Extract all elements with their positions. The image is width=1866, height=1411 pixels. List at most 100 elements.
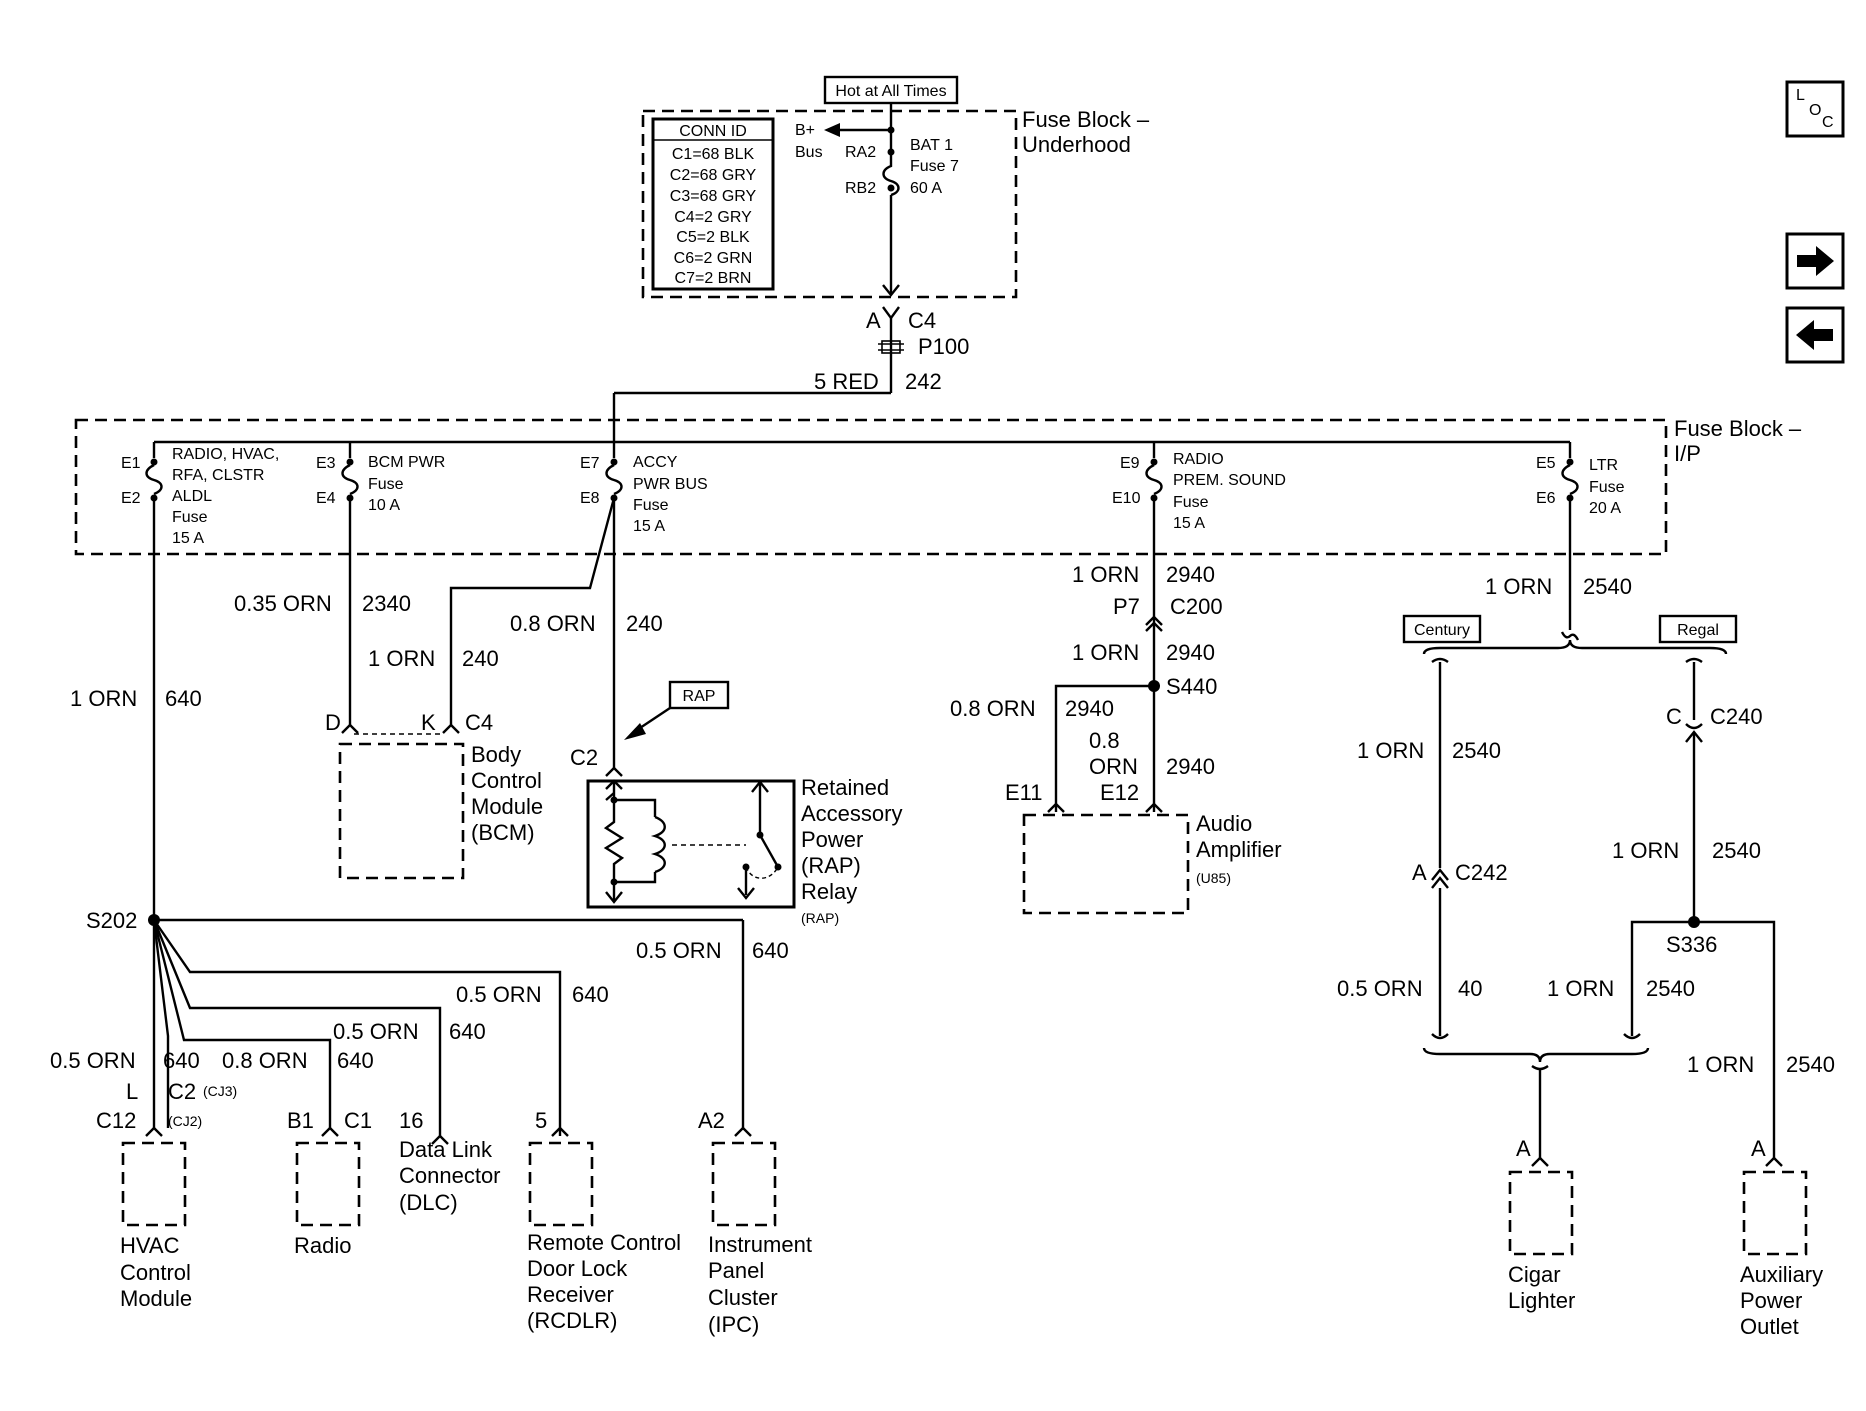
ip-fuse-block: Fuse Block – I/P E1 E2 RADIO, HVAC, RFA,… <box>74 416 1802 556</box>
component-label: Auxiliary <box>1740 1262 1823 1287</box>
loc-button[interactable]: L O C <box>1785 80 1845 138</box>
wire-circuit: 2540 <box>1712 838 1761 863</box>
component-label: Control <box>120 1260 191 1285</box>
fuse-text: 20 A <box>1589 500 1621 517</box>
bplus-label: B+ <box>795 122 815 139</box>
fuse-text: RFA, CLSTR <box>172 467 264 484</box>
pin-label: 5 <box>535 1108 547 1133</box>
fuse-text: RADIO, HVAC, <box>172 446 279 463</box>
underhood-fuse-block-outline <box>641 109 1018 299</box>
fuse-text: Fuse <box>633 497 669 514</box>
pin-e10: E10 <box>1112 490 1141 507</box>
component-label: Cluster <box>708 1285 778 1310</box>
audio-amplifier[interactable]: Audio Amplifier (U85) <box>1022 811 1282 915</box>
fuse-text: 15 A <box>172 530 204 547</box>
rap-tag-label: RAP <box>683 688 716 705</box>
back-button[interactable] <box>1785 306 1845 364</box>
fuse7-amp-label: 60 A <box>910 180 942 197</box>
pin-label: D <box>325 710 341 735</box>
splice-label: S336 <box>1666 932 1717 957</box>
component-label: Receiver <box>527 1282 614 1307</box>
wire-gauge: 0.35 ORN <box>234 591 332 616</box>
ltr-circuits: 1 ORN 2540 Century Regal 1 ORN 2540 A C2… <box>1337 498 1835 1158</box>
component-label: Control <box>471 768 542 793</box>
underhood-fuse-block: Fuse Block – Underhood Hot at All Times … <box>641 75 1150 299</box>
conn-a-label: A <box>866 308 881 333</box>
hvac-control-module[interactable]: L C2 (CJ3) C12 (CJ2) HVAC Control Module <box>96 1079 237 1311</box>
circuit-640: 1 ORN 640 S202 0.5 ORN 640 0.5 ORN 640 0… <box>50 498 789 1136</box>
fuse-text: Fuse <box>1589 479 1625 496</box>
wire-circuit: 2940 <box>1065 696 1114 721</box>
wire-gauge: 0.8 <box>1089 728 1120 753</box>
body-control-module[interactable]: Body Control Module (BCM) <box>338 742 543 880</box>
arrow-right-icon <box>1797 246 1834 276</box>
wire-circuit: 2540 <box>1452 738 1501 763</box>
auxiliary-power-outlet[interactable]: A Auxiliary Power Outlet <box>1740 1136 1823 1339</box>
wire-gauge: 0.5 ORN <box>333 1019 419 1044</box>
radio[interactable]: B1 C1 Radio <box>287 1108 372 1258</box>
cigar-lighter[interactable]: A Cigar Lighter <box>1508 1136 1575 1313</box>
component-label: Accessory <box>801 801 902 826</box>
pin-e9: E9 <box>1120 455 1140 472</box>
instrument-panel-cluster[interactable]: A2 Instrument Panel Cluster (IPC) <box>698 1108 812 1337</box>
wire-circuit: 2940 <box>1166 562 1215 587</box>
component-label: Module <box>120 1286 192 1311</box>
bus-label: Bus <box>795 144 823 161</box>
wire-circuit: 640 <box>163 1048 200 1073</box>
wire-circuit: 2940 <box>1166 754 1215 779</box>
conn-c4-label: C4 <box>908 308 936 333</box>
retained-accessory-power-relay[interactable]: Retained Accessory Power (RAP) Relay (RA… <box>586 775 902 926</box>
wire-circuit: 2540 <box>1583 574 1632 599</box>
wire-gauge: 0.5 ORN <box>1337 976 1423 1001</box>
connector-label: C12 <box>96 1108 136 1133</box>
fuse-text: 15 A <box>1173 515 1205 532</box>
connector-label: C240 <box>1710 704 1763 729</box>
fuse-radio-hvac: E1 E2 RADIO, HVAC, RFA, CLSTR ALDL Fuse … <box>121 442 279 547</box>
regal-tag-box <box>1658 614 1738 644</box>
circuit-242-label: 242 <box>905 369 942 394</box>
fuse-text: 15 A <box>633 518 665 535</box>
pin-label: A <box>1516 1136 1531 1161</box>
pin-e4: E4 <box>316 490 336 507</box>
pin-label: B1 <box>287 1108 314 1133</box>
pin-e3: E3 <box>316 455 336 472</box>
component-label: Power <box>801 827 863 852</box>
conn-id-row: C4=2 GRY <box>674 209 752 226</box>
component-label: (DLC) <box>399 1190 458 1215</box>
wire-circuit: 2340 <box>362 591 411 616</box>
wire-circuit: 240 <box>626 611 663 636</box>
fuse-accy-pwr-bus: E7 E8 ACCY PWR BUS Fuse 15 A <box>580 442 708 535</box>
component-label: Outlet <box>1740 1314 1799 1339</box>
connector-label: C4 <box>465 710 493 735</box>
wire-gauge: 1 ORN <box>1547 976 1614 1001</box>
connector-label: C2 <box>168 1079 196 1104</box>
loc-letter: C <box>1822 114 1834 131</box>
underhood-title-1: Fuse Block – <box>1022 107 1150 132</box>
component-label: Connector <box>399 1163 501 1188</box>
pin-label: E12 <box>1100 780 1139 805</box>
pin-e5: E5 <box>1536 455 1556 472</box>
underhood-title-2: Underhood <box>1022 132 1131 157</box>
component-label: (BCM) <box>471 820 535 845</box>
component-label: Lighter <box>1508 1288 1575 1313</box>
wire-circuit: 640 <box>449 1019 486 1044</box>
component-sub: (U85) <box>1196 870 1231 886</box>
component-label: Power <box>1740 1288 1802 1313</box>
connector-label: C1 <box>344 1108 372 1133</box>
data-link-connector[interactable]: 16 Data Link Connector (DLC) <box>399 1108 501 1215</box>
arrow-left-icon <box>1796 320 1833 350</box>
connector-label: C200 <box>1170 594 1223 619</box>
wire-gauge: ORN <box>1089 754 1138 779</box>
hot-at-all-times-label: Hot at All Times <box>835 83 946 100</box>
wire-circuit: 2940 <box>1166 640 1215 665</box>
wire-gauge: 1 ORN <box>1687 1052 1754 1077</box>
forward-button[interactable] <box>1785 232 1845 290</box>
component-label: Retained <box>801 775 889 800</box>
fuse-text: PWR BUS <box>633 476 708 493</box>
ip-title-2: I/P <box>1674 441 1701 466</box>
relay-switch-icon <box>758 834 780 868</box>
remote-control-door-lock-receiver[interactable]: 5 Remote Control Door Lock Receiver (RCD… <box>527 1108 681 1333</box>
wire-gauge: 0.5 ORN <box>456 982 542 1007</box>
connector-label: C242 <box>1455 860 1508 885</box>
